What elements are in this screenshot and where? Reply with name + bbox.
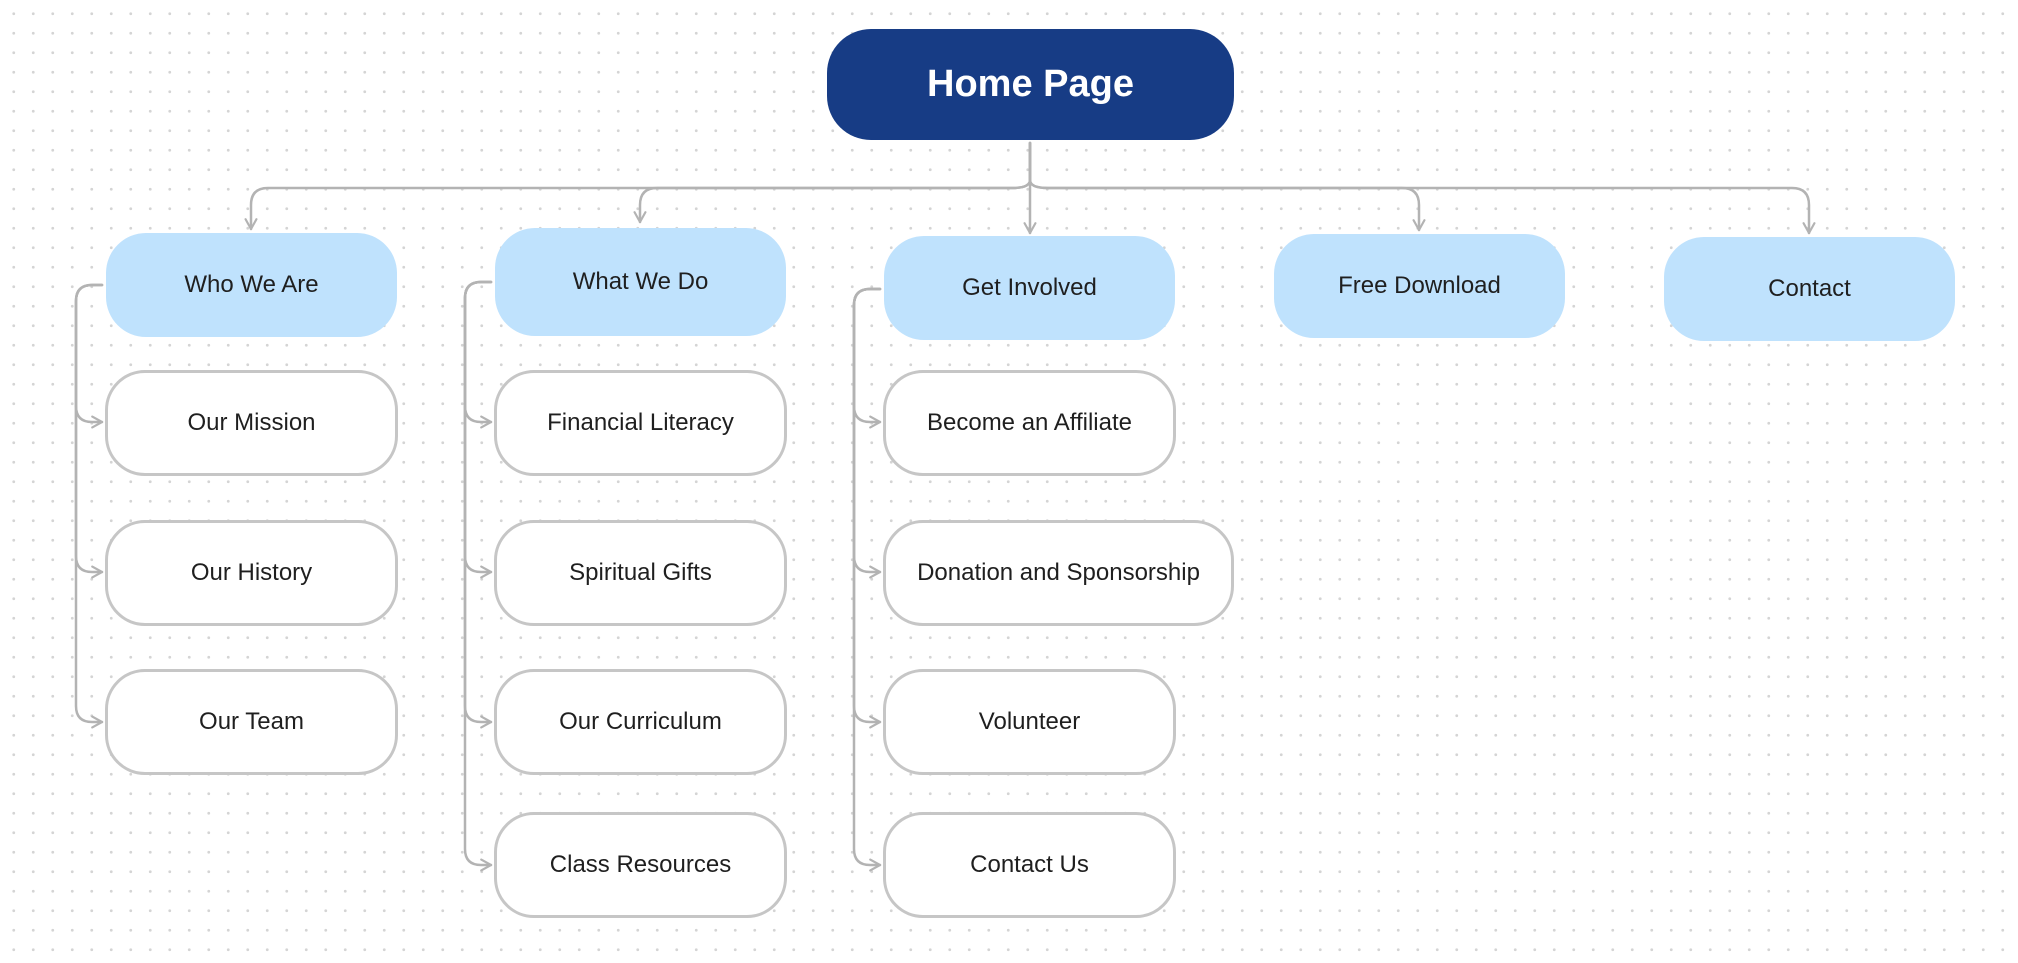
- section-get-involved[interactable]: Get Involved: [884, 236, 1175, 340]
- section-free-download[interactable]: Free Download: [1274, 234, 1565, 338]
- section-what-we-do[interactable]: What We Do: [495, 228, 786, 336]
- page-contact-us[interactable]: Contact Us: [883, 812, 1176, 918]
- connector-home-to-section-1: [244, 141, 1032, 231]
- page-financial-literacy[interactable]: Financial Literacy: [494, 370, 787, 476]
- connector-who-we-are-child-2: [74, 283, 104, 579]
- page-label: Contact Us: [970, 851, 1089, 878]
- connector-who-we-are-child-1: [74, 283, 104, 429]
- connector-what-we-do-child-2: [463, 280, 493, 579]
- page-label: Our Team: [199, 708, 304, 735]
- page-our-mission[interactable]: Our Mission: [105, 370, 398, 476]
- connector-what-we-do-child-4: [463, 280, 493, 872]
- connector-home-to-section-4: [1028, 141, 1426, 232]
- page-label: Our Mission: [187, 409, 316, 436]
- section-who-we-are[interactable]: Who We Are: [106, 233, 397, 337]
- connector-get-involved-child-2: [852, 287, 882, 579]
- page-label: Our Curriculum: [559, 708, 722, 735]
- page-become-an-affiliate[interactable]: Become an Affiliate: [883, 370, 1176, 476]
- page-our-history[interactable]: Our History: [105, 520, 398, 626]
- page-our-team[interactable]: Our Team: [105, 669, 398, 775]
- page-spiritual-gifts[interactable]: Spiritual Gifts: [494, 520, 787, 626]
- connector-get-involved-child-3: [852, 287, 882, 729]
- connector-get-involved-child-4: [852, 287, 882, 872]
- connector-get-involved-child-1: [852, 287, 882, 429]
- connector-who-we-are-child-3: [74, 283, 104, 729]
- connector-home-to-section-2: [633, 141, 1032, 224]
- home-page-label: Home Page: [927, 63, 1134, 105]
- connector-what-we-do-child-3: [463, 280, 493, 729]
- page-label: Financial Literacy: [547, 409, 734, 436]
- connector-home-to-section-5: [1028, 141, 1816, 235]
- home-page-node[interactable]: Home Page: [827, 29, 1234, 140]
- section-label: What We Do: [572, 268, 709, 295]
- page-label: Spiritual Gifts: [569, 559, 712, 586]
- connector-what-we-do-child-1: [463, 280, 493, 429]
- page-label: Volunteer: [978, 708, 1081, 735]
- page-label: Class Resources: [549, 851, 732, 878]
- page-class-resources[interactable]: Class Resources: [494, 812, 787, 918]
- page-label: Become an Affiliate: [926, 409, 1133, 436]
- page-our-curriculum[interactable]: Our Curriculum: [494, 669, 787, 775]
- section-label: Who We Are: [184, 271, 319, 298]
- section-label: Free Download: [1338, 272, 1501, 299]
- section-label: Get Involved: [962, 274, 1097, 301]
- page-label: Our History: [190, 559, 313, 586]
- section-contact[interactable]: Contact: [1664, 237, 1955, 341]
- section-label: Contact: [1768, 275, 1851, 302]
- page-donation-and-sponsorship[interactable]: Donation and Sponsorship: [883, 520, 1234, 626]
- page-label: Donation and Sponsorship: [917, 559, 1200, 586]
- page-volunteer[interactable]: Volunteer: [883, 669, 1176, 775]
